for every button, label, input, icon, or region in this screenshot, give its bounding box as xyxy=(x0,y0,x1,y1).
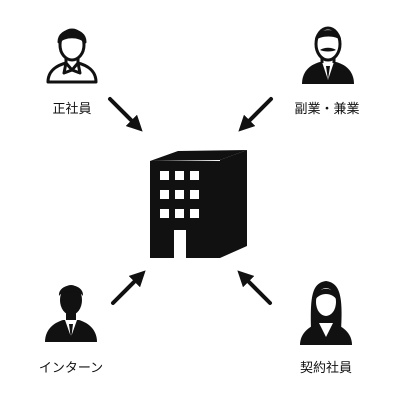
woman-person-icon xyxy=(300,281,352,345)
label-contract-employee: 契約社員 xyxy=(299,361,353,376)
arrow-contract xyxy=(237,270,272,305)
label-regular-employee: 正社員 xyxy=(52,102,92,117)
worker-person-icon xyxy=(46,28,98,84)
arrow-intern xyxy=(111,270,146,305)
mustache-suit-person-icon xyxy=(302,26,354,84)
office-building-icon xyxy=(150,150,247,258)
label-side-job: 副業・兼業 xyxy=(294,102,360,117)
arrow-regular xyxy=(108,97,143,132)
label-intern: インターン xyxy=(38,361,104,376)
arrow-sidejob xyxy=(238,97,273,132)
suit-person-icon xyxy=(45,285,97,342)
